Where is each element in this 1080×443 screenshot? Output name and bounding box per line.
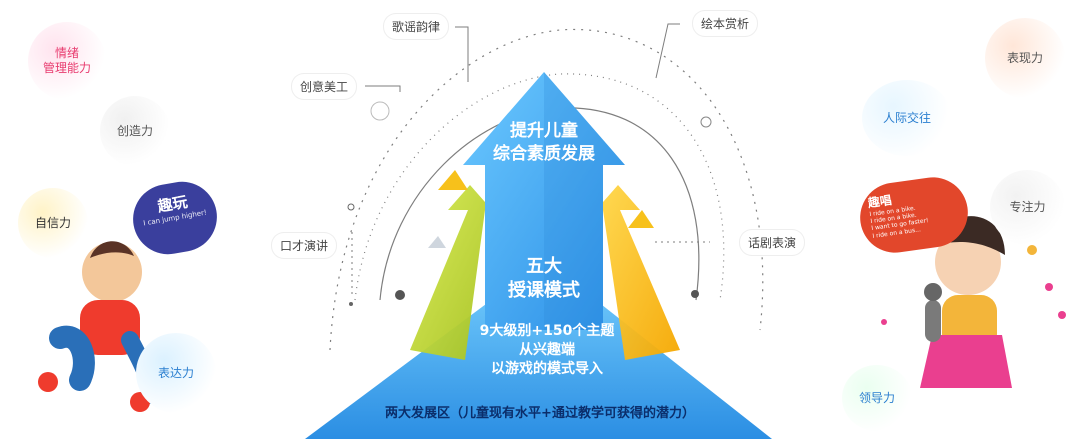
yellow-arrow: [596, 185, 680, 360]
chevron-left-gray: [428, 236, 446, 248]
center-base-line1: 9大级别+150个主题: [479, 323, 615, 339]
right-kid-illustration: [920, 216, 1012, 388]
center-mid-line2: 授课模式: [508, 280, 580, 302]
module-label-picture-books: 绘本赏析: [693, 11, 758, 36]
center-top-line2: 综合素质发展: [493, 143, 595, 164]
base-trapezoid: [305, 260, 772, 439]
module-label-drama-text: 话剧表演: [748, 236, 797, 250]
skill-bubble-focus-label: 专注力: [1009, 200, 1046, 214]
confetti: [881, 245, 1066, 325]
skill-bubble-creativity: 创造力: [100, 96, 170, 166]
center-top-title: 提升儿童 综合素质发展: [478, 120, 610, 166]
center-base-title-text: 两大发展区（儿童现有水平+通过教学可获得的潜力）: [385, 406, 695, 421]
chevron-right-yellow: [628, 210, 654, 228]
center-mid-line1: 五大: [526, 256, 562, 277]
skill-bubble-creativity-label: 创造力: [116, 123, 153, 138]
center-base-title: 两大发展区（儿童现有水平+通过教学可获得的潜力）: [355, 402, 725, 421]
chevron-left-yellow: [438, 170, 468, 190]
skill-bubble-confidence-label: 自信力: [34, 215, 71, 230]
skill-bubble-leadership-label: 领导力: [858, 390, 895, 405]
skill-bubble-leadership: 领导力: [842, 365, 912, 431]
skill-bubble-expression-label: 表达力: [157, 365, 194, 380]
skill-bubble-performance-label: 表现力: [1006, 50, 1043, 65]
center-base-lines: 9大级别+150个主题 从兴趣端 以游戏的模式导入: [452, 322, 642, 379]
skill-bubble-emotion: 情绪 管理能力: [28, 22, 106, 100]
module-label-speech: 口才演讲: [272, 233, 337, 258]
green-arrow: [410, 185, 492, 360]
module-label-drama: 话剧表演: [740, 230, 805, 255]
module-label-art-text: 创意美工: [300, 80, 349, 94]
skill-bubble-emotion-line1: 情绪: [54, 46, 79, 60]
skill-bubble-expression: 表达力: [136, 333, 216, 413]
skill-bubble-social-label: 人际交往: [882, 110, 931, 125]
center-mid-title: 五大 授课模式: [488, 255, 600, 304]
skill-bubble-social: 人际交往: [862, 80, 952, 156]
module-label-songs: 歌谣韵律: [384, 14, 449, 39]
center-base-line3: 以游戏的模式导入: [491, 360, 603, 377]
center-top-line1: 提升儿童: [510, 121, 578, 141]
skill-bubble-performance: 表现力: [985, 18, 1065, 98]
main-blue-arrow: [463, 72, 625, 330]
center-base-line2: 从兴趣端: [519, 341, 575, 358]
left-kid-illustration: [38, 241, 159, 412]
module-label-picture-books-text: 绘本赏析: [701, 17, 750, 31]
skill-bubble-focus: 专注力: [990, 170, 1065, 245]
blue-arrow-shade: [544, 72, 625, 330]
skill-bubble-emotion-line2: 管理能力: [42, 61, 91, 75]
skill-bubble-confidence: 自信力: [18, 188, 88, 258]
module-label-speech-text: 口才演讲: [280, 239, 329, 253]
module-label-songs-text: 歌谣韵律: [392, 20, 441, 34]
ring-nodes: [347, 101, 712, 306]
connectors: [351, 23, 710, 296]
module-label-art: 创意美工: [292, 74, 357, 99]
